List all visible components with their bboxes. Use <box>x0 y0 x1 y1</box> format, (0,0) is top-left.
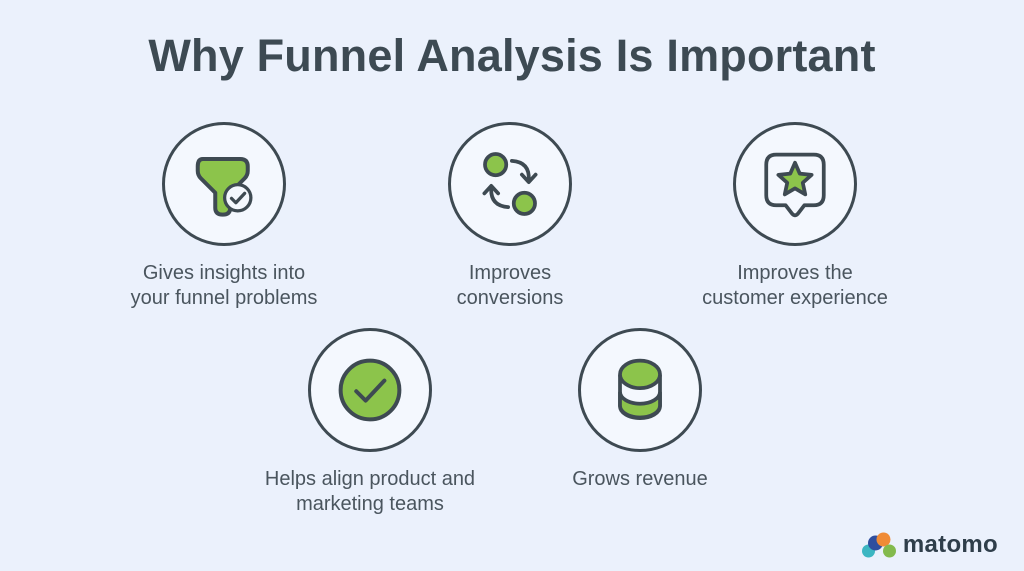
check-circle-icon <box>338 358 402 422</box>
feature-caption: Improves the customer experience <box>702 262 888 309</box>
funnel-check-icon-circle <box>162 122 286 246</box>
feature-caption: Gives insights into your funnel problems <box>130 262 318 309</box>
feature-funnel-insights: Gives insights into your funnel problems <box>54 122 394 311</box>
feature-caption: Helps align product and marketing teams <box>264 468 476 515</box>
feature-caption: Improves conversions <box>456 262 564 309</box>
star-badge-icon <box>764 152 826 218</box>
check-circle-icon-circle <box>308 328 432 452</box>
page-title: Why Funnel Analysis Is Important <box>148 30 876 81</box>
feature-caption: Grows revenue <box>572 468 708 490</box>
database-icon <box>618 358 662 420</box>
feature-customer-experience: Improves the customer experience <box>625 122 965 311</box>
matomo-logo-text: matomo <box>902 531 998 558</box>
database-icon-circle <box>578 328 702 452</box>
conversion-cycle-icon <box>482 152 538 216</box>
feature-team-alignment: Helps align product and marketing teams <box>200 328 540 517</box>
feature-improves-conversions: Improves conversions <box>340 122 680 311</box>
conversion-cycle-icon-circle <box>448 122 572 246</box>
matomo-logo-icon <box>861 532 896 557</box>
star-badge-icon-circle <box>733 122 857 246</box>
feature-grows-revenue: Grows revenue <box>470 328 810 492</box>
funnel-check-icon <box>195 157 253 217</box>
matomo-logo: matomo <box>861 531 998 559</box>
